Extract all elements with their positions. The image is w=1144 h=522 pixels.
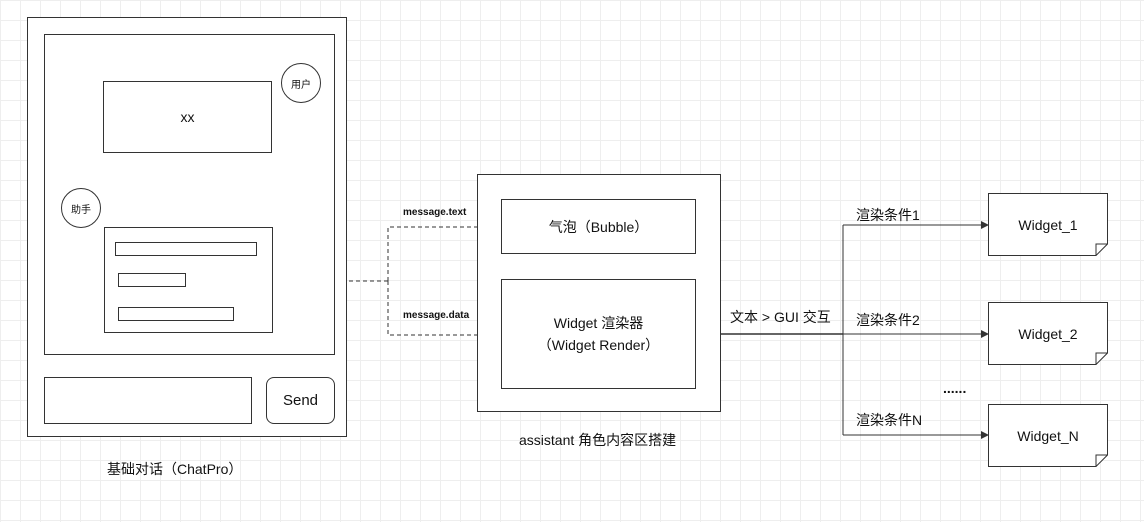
user-avatar-label: 用户 bbox=[291, 79, 311, 91]
assistant-caption: assistant 角色内容区搭建 bbox=[519, 432, 677, 448]
widget-doc-2-label: Widget_2 bbox=[1018, 325, 1078, 342]
widget-doc-2: Widget_2 bbox=[988, 302, 1108, 365]
widget-line-3 bbox=[118, 307, 234, 321]
send-button[interactable]: Send bbox=[266, 377, 335, 424]
widget-doc-n: Widget_N bbox=[988, 404, 1108, 467]
bubble-component: 气泡（Bubble） bbox=[501, 199, 696, 254]
dashed-connector-up bbox=[387, 223, 501, 281]
document-shape-icon bbox=[988, 193, 1108, 256]
widget-line-1 bbox=[115, 242, 257, 256]
chatpro-caption: 基础对话（ChatPro） bbox=[107, 461, 243, 477]
send-button-label: Send bbox=[282, 392, 319, 409]
message-data-label: message.data bbox=[403, 310, 470, 321]
condition-label-n: 渲染条件N bbox=[856, 412, 923, 428]
widget-line-2 bbox=[118, 273, 186, 287]
message-text-label: message.text bbox=[403, 207, 467, 218]
widget-render-component: Widget 渲染器 （Widget Render） bbox=[501, 279, 696, 389]
user-message-bubble: xx bbox=[103, 81, 272, 153]
interaction-label: 文本 > GUI 交互 bbox=[730, 309, 831, 325]
widget-doc-1: Widget_1 bbox=[988, 193, 1108, 256]
chat-input[interactable] bbox=[44, 377, 252, 424]
document-shape-icon bbox=[988, 404, 1108, 467]
widget-render-label: Widget 渲染器 （Widget Render） bbox=[537, 315, 660, 353]
bubble-label: 气泡（Bubble） bbox=[548, 218, 649, 235]
document-shape-icon bbox=[988, 302, 1108, 365]
user-avatar: 用户 bbox=[281, 63, 321, 103]
ellipsis: ...... bbox=[943, 380, 967, 396]
dashed-connector-down bbox=[387, 281, 501, 339]
widget-doc-1-label: Widget_1 bbox=[1018, 216, 1078, 233]
widget-doc-n-label: Widget_N bbox=[1017, 427, 1079, 444]
condition-label-1: 渲染条件1 bbox=[856, 207, 920, 223]
condition-label-2: 渲染条件2 bbox=[856, 312, 920, 328]
assistant-avatar: 助手 bbox=[61, 188, 101, 228]
user-message-text: xx bbox=[180, 109, 195, 125]
assistant-avatar-label: 助手 bbox=[71, 204, 91, 216]
